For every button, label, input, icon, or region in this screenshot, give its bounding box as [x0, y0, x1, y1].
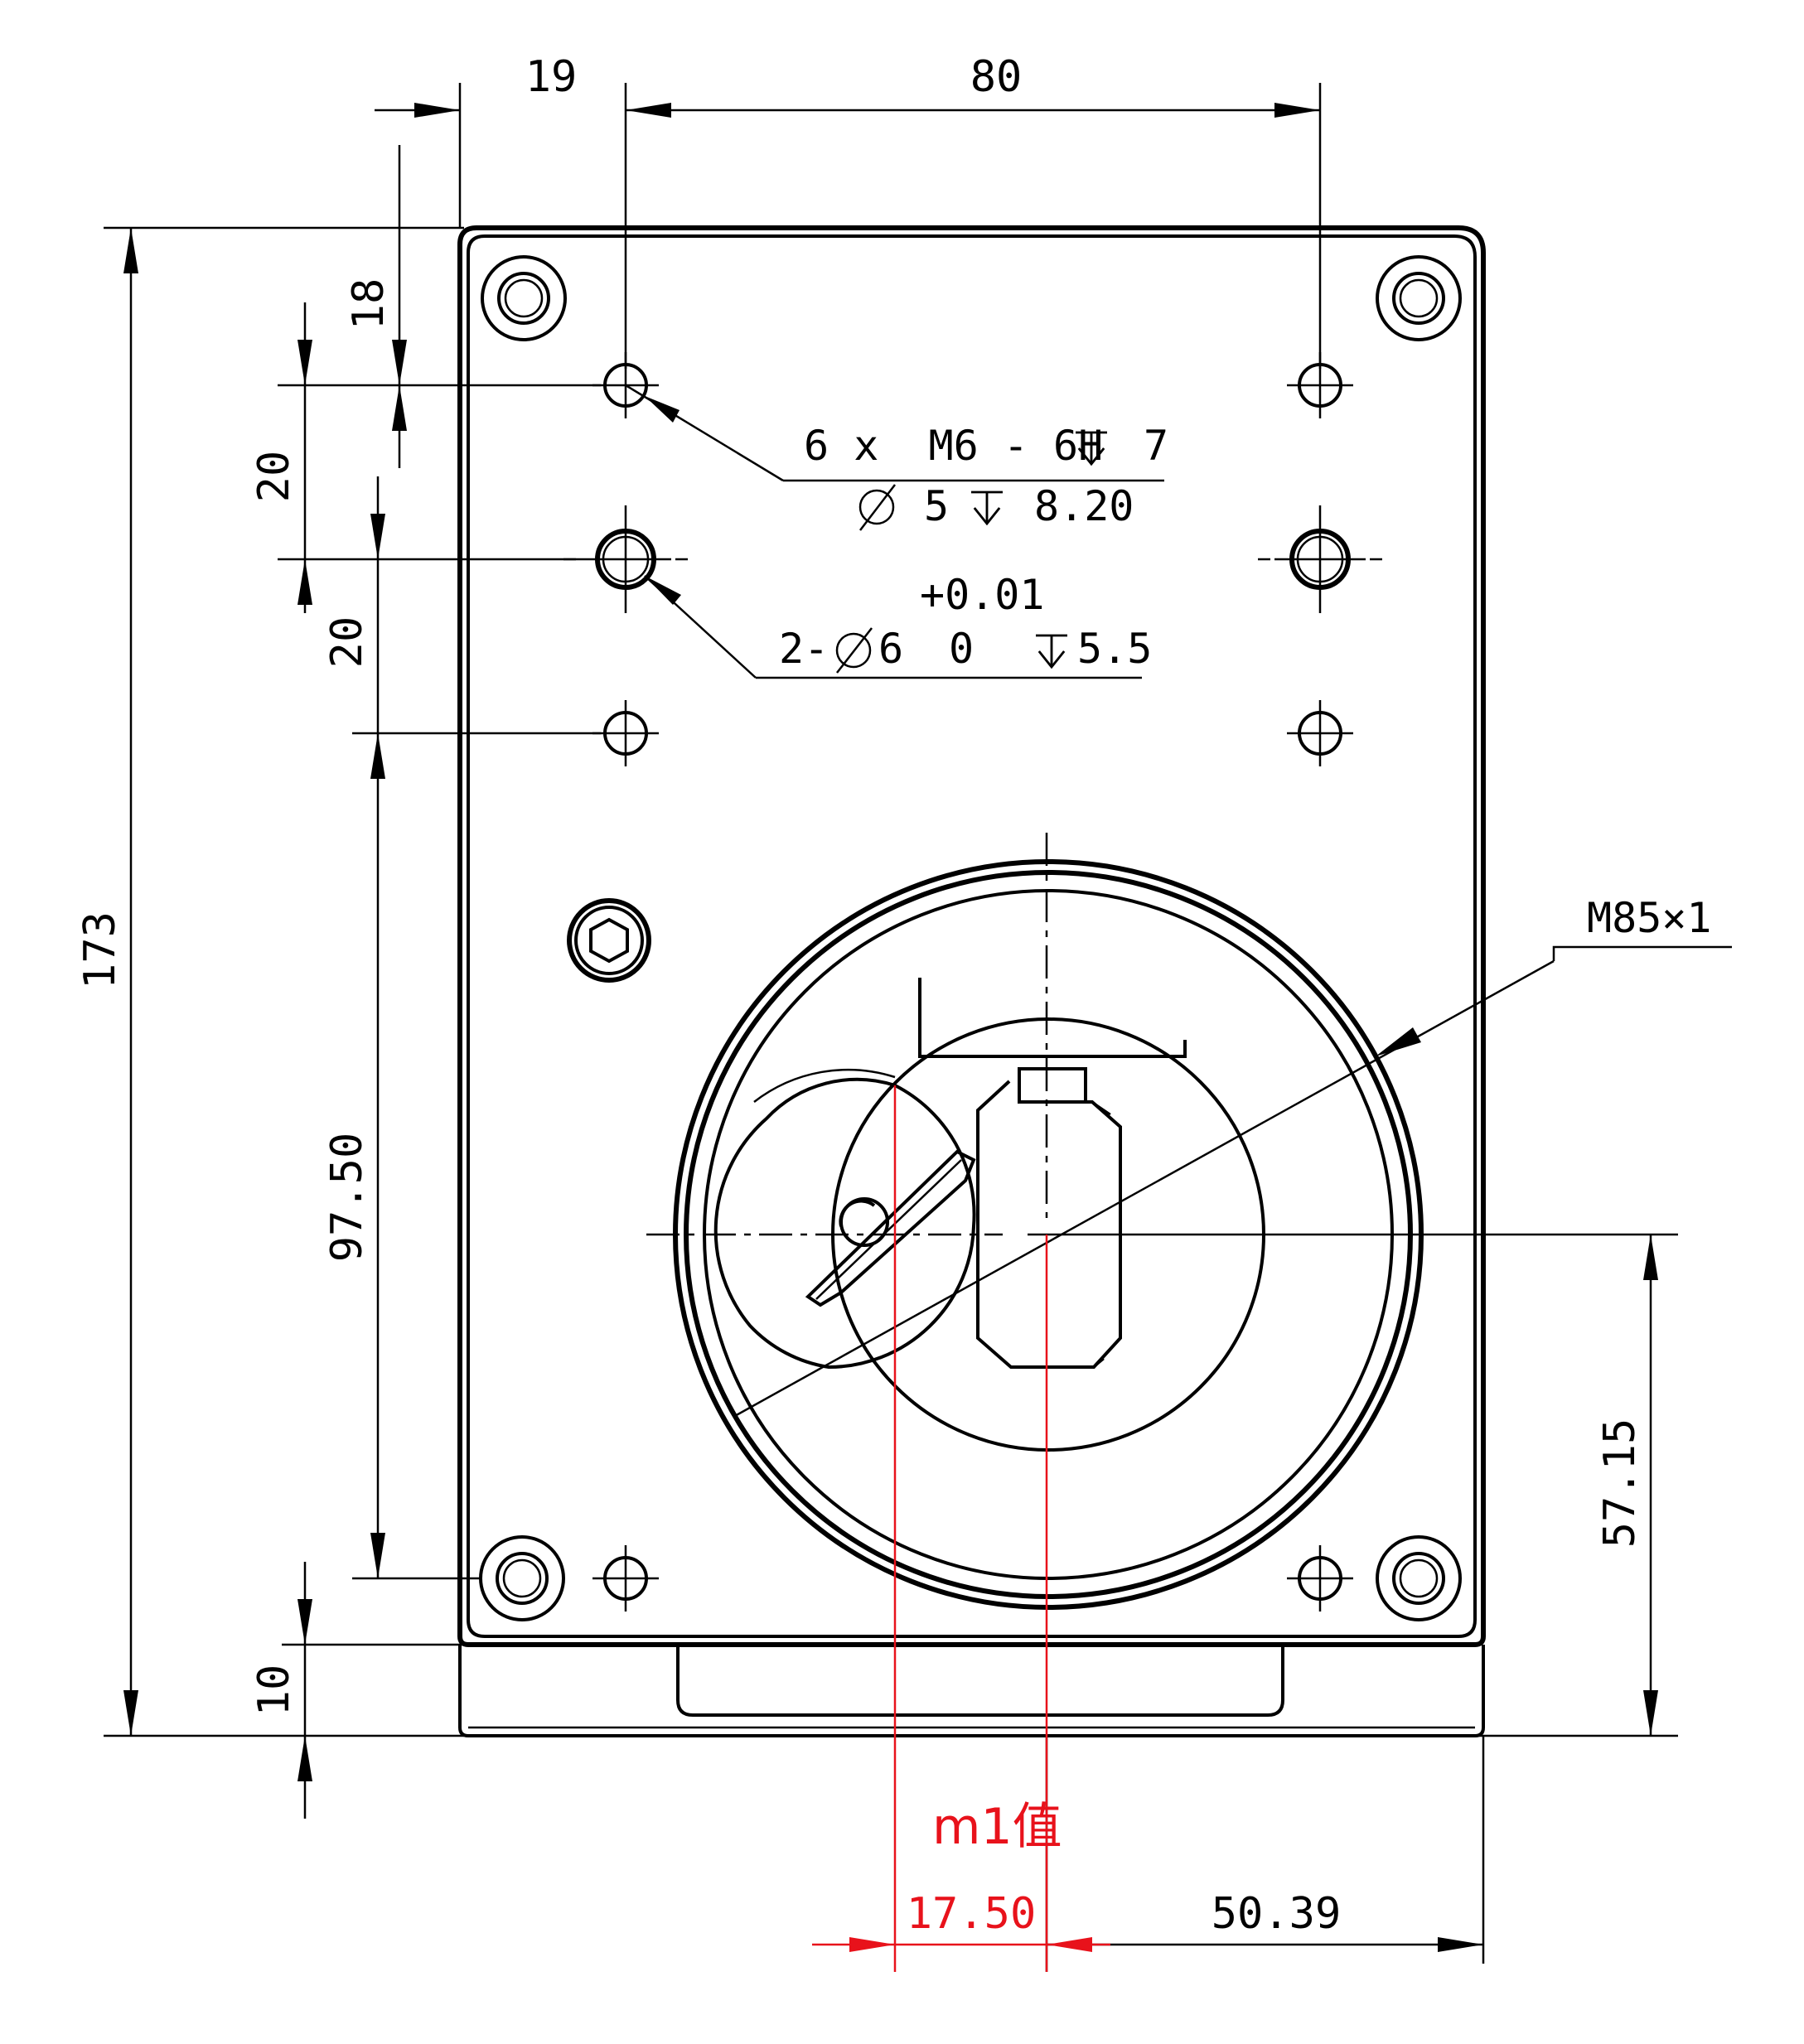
pin-hole-right	[1258, 505, 1382, 613]
dimension-lines	[123, 103, 1732, 1952]
dim-20-first: 20	[249, 451, 299, 503]
extension-lines	[104, 83, 1678, 1972]
dim-20-second: 20	[322, 616, 372, 669]
dim-19: 19	[525, 52, 578, 102]
thread-note-drill: 5	[924, 482, 949, 530]
diameter-icon	[858, 484, 896, 531]
diameter-icon	[835, 627, 873, 674]
m1-dimension	[812, 1085, 1110, 1972]
depth-icon	[971, 490, 1003, 525]
m1-label: m1值	[932, 1798, 1062, 1856]
dim-57-15: 57.15	[1595, 1418, 1645, 1549]
corner-hole-top-left	[481, 255, 567, 341]
depth-icon	[1036, 634, 1067, 669]
dim-50-39: 50.39	[1212, 1889, 1342, 1939]
corner-hole-top-right	[1376, 255, 1462, 341]
m6-hole-3	[592, 700, 659, 766]
hex-socket-screw	[567, 898, 651, 983]
dim-18: 18	[344, 278, 394, 331]
pin-note-prefix: 2-	[779, 625, 829, 673]
corner-hole-bottom-right	[1376, 1535, 1462, 1621]
pin-note-tol-upper: +0.01	[920, 571, 1045, 619]
dim-10: 10	[249, 1665, 299, 1717]
m6-hole-6	[1287, 1545, 1353, 1612]
thread-note-drill-depth: 8.20	[1034, 482, 1134, 530]
dim-17-50: 17.50	[907, 1889, 1037, 1939]
pin-note-tol-lower: 0	[949, 625, 974, 673]
m6-hole-5	[592, 1545, 659, 1612]
dim-80: 80	[970, 52, 1023, 102]
m6-hole-4	[1287, 700, 1353, 766]
dim-97-50: 97.50	[322, 1133, 372, 1263]
centerlines	[646, 833, 1678, 1418]
dim-173: 173	[75, 911, 125, 989]
pin-note-dia: 6	[878, 625, 903, 673]
inner-mechanism	[713, 978, 1187, 1370]
corner-holes	[479, 255, 1462, 1621]
corner-hole-bottom-left	[479, 1535, 565, 1621]
thread-note: 6 x M6 - 6H 7 5 8.20	[804, 422, 1168, 531]
thread-note-line1: 6 x M6 - 6H	[804, 422, 1103, 470]
pin-note-depth: 5.5	[1077, 625, 1152, 673]
thread-callout-m85: M85×1	[1587, 894, 1712, 942]
threaded-holes	[592, 352, 1353, 1612]
pin-note: +0.01 2- 6 0 5.5	[779, 571, 1152, 674]
plate-body	[457, 225, 1486, 1737]
thread-note-depth: 7	[1144, 422, 1168, 470]
